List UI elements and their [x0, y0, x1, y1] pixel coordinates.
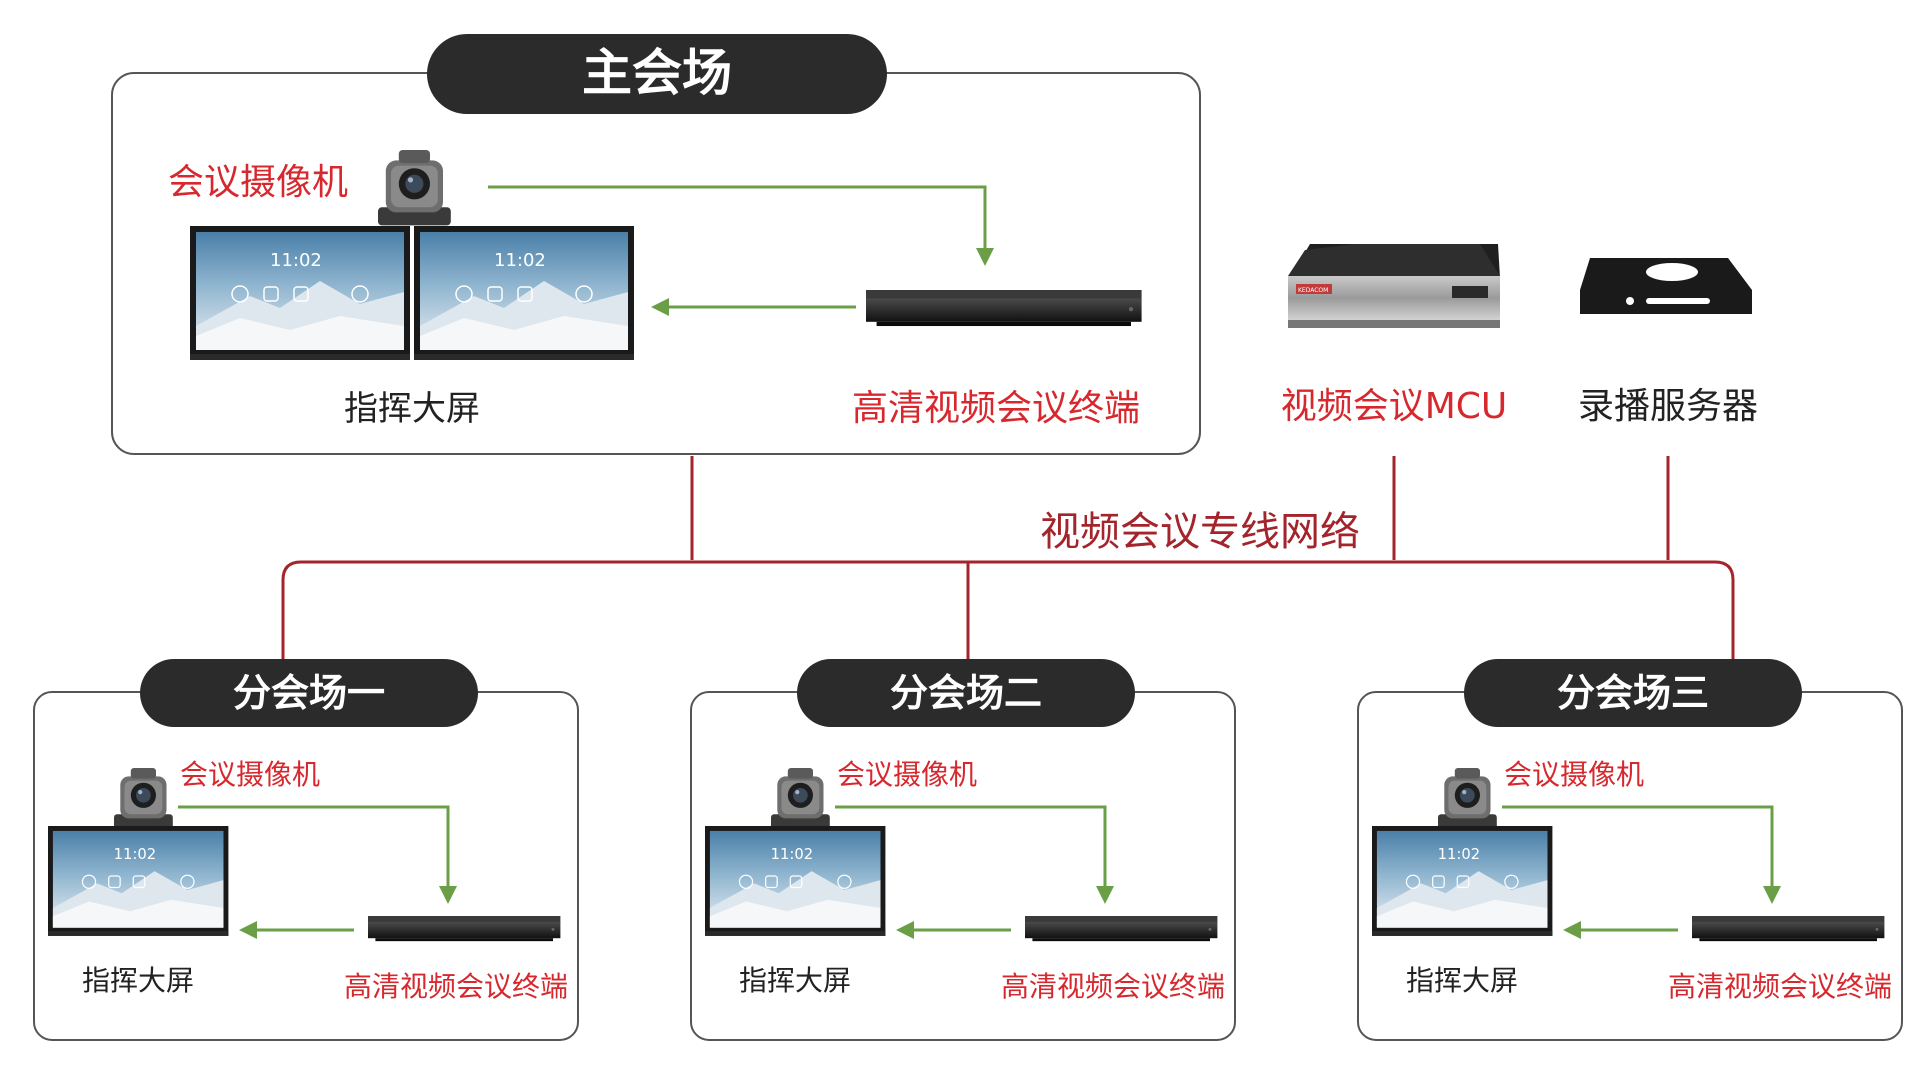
- recorder-label: 录播服务器: [1578, 386, 1758, 427]
- branch-terminal-icon: [1692, 916, 1885, 942]
- branch-site-panel: 分会场一 会议摄像机 11:02 指挥大屏 高清视频会议终端: [33, 659, 579, 1041]
- branch-site-title: 分会场一: [233, 671, 385, 715]
- branch-screen: 11:02: [704, 825, 887, 937]
- branch-site-panel: 分会场三 会议摄像机 11:02 指挥大屏 高清视频会议终端: [1357, 659, 1903, 1041]
- main-terminal-label: 高清视频会议终端: [852, 388, 1140, 429]
- recorder-device: [1580, 258, 1752, 314]
- branch-screen-label: 指挥大屏: [1406, 964, 1518, 997]
- branch-camera-to-terminal-arrow: [178, 805, 457, 904]
- branch-site-title: 分会场三: [1557, 671, 1709, 715]
- main-screen-label: 指挥大屏: [344, 389, 480, 429]
- mcu-label: 视频会议MCU: [1281, 386, 1508, 427]
- branch-terminal-label: 高清视频会议终端: [1001, 970, 1225, 1003]
- branch-camera-label: 会议摄像机: [1504, 758, 1644, 791]
- mcu-device: KEDACOM: [1288, 244, 1500, 328]
- branch-camera-label: 会议摄像机: [837, 758, 977, 791]
- main-screen-clock: 11:02: [270, 250, 322, 271]
- main-camera-label: 会议摄像机: [168, 162, 348, 203]
- branch-site-title-pill: [1464, 659, 1802, 727]
- network-label: 视频会议专线网络: [1040, 509, 1360, 555]
- branch-site-title: 分会场二: [890, 671, 1042, 715]
- branch-site-title-pill: [140, 659, 478, 727]
- main-site-panel: 主会场 会议摄像机 11:02 11:02 指挥大屏 高清视频会议终端: [111, 34, 1201, 455]
- main-screen-right: 11:02: [413, 225, 635, 361]
- branch-camera-label: 会议摄像机: [180, 758, 320, 791]
- main-screen-clock-right: 11:02: [494, 250, 546, 271]
- main-terminal-icon: [866, 290, 1142, 327]
- branch-camera-to-terminal-arrow: [1502, 805, 1781, 904]
- branch-screen: 11:02: [47, 825, 230, 937]
- mcu-brand-text: KEDACOM: [1298, 287, 1328, 294]
- branch-terminal-icon: [1025, 916, 1218, 942]
- branch-site-panel: 分会场二 会议摄像机 11:02 指挥大屏 高清视频会议终端: [690, 659, 1236, 1041]
- main-camera-to-terminal-arrow: [488, 185, 994, 266]
- branch-camera-to-terminal-arrow: [835, 805, 1114, 904]
- branch-screen-clock: 11:02: [1438, 846, 1481, 863]
- branch-site-title-pill: [797, 659, 1135, 727]
- branch-screen-clock: 11:02: [114, 846, 157, 863]
- network-lines: [281, 456, 1735, 665]
- branch-screen-clock: 11:02: [771, 846, 814, 863]
- main-screen-left: 11:02: [189, 225, 411, 361]
- branch-screen-label: 指挥大屏: [739, 964, 851, 997]
- main-site-title: 主会场: [582, 44, 732, 102]
- branch-terminal-label: 高清视频会议终端: [344, 970, 568, 1003]
- branch-terminal-label: 高清视频会议终端: [1668, 970, 1892, 1003]
- branch-screen-label: 指挥大屏: [82, 964, 194, 997]
- main-site-title-pill: [427, 34, 887, 114]
- branch-terminal-icon: [368, 916, 561, 942]
- branch-screen: 11:02: [1371, 825, 1554, 937]
